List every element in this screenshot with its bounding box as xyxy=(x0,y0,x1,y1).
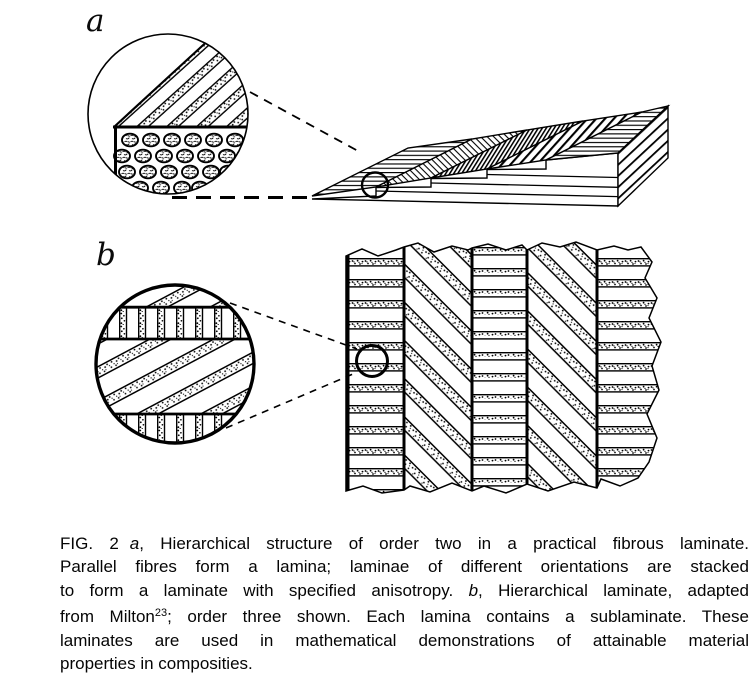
panel-b-sublaminate-pattern xyxy=(96,285,254,443)
figure-caption: FIG. 2 a, Hierarchical structure of order… xyxy=(60,532,749,675)
panel-a-lamina-stripes xyxy=(114,36,248,127)
panel-b-label: b xyxy=(96,237,116,273)
caption-text: ; order three shown. Each lamina contain… xyxy=(167,607,749,627)
caption-text: properties in composities. xyxy=(60,654,253,674)
panel-a-dashed-pointer-upper xyxy=(249,91,359,152)
panel-a-inset xyxy=(87,33,249,195)
panel-a xyxy=(87,33,671,208)
panel-a-zoom-marker xyxy=(360,171,390,199)
caption-line-6: properties in composities. xyxy=(60,652,749,675)
caption-line-2: Parallel fibres form a lamina; laminae o… xyxy=(60,555,749,578)
laminate-column-dividers xyxy=(346,242,599,493)
caption-text: Parallel fibres form a lamina; laminae o… xyxy=(60,557,749,577)
caption-panel-ref-b: b xyxy=(468,580,479,600)
laminate-column-3 xyxy=(472,242,527,493)
sublaminate-band-borders xyxy=(96,305,254,443)
torn-edge-outline xyxy=(345,241,662,494)
caption-line-4: from Milton23; order three shown. Each l… xyxy=(60,602,749,628)
panel-b-inset-circle xyxy=(94,283,256,445)
caption-text: , Hierarchical structure of order two in… xyxy=(139,534,749,553)
caption-reference-superscript: 23 xyxy=(154,607,168,620)
panel-b-inset xyxy=(94,283,256,445)
laminate-column-2 xyxy=(404,242,472,493)
caption-line-3: to form a laminate with specified anisot… xyxy=(60,579,749,602)
caption-line-1: FIG. 2 a, Hierarchical structure of order… xyxy=(60,532,749,555)
panel-b-zoom-marker xyxy=(355,344,389,378)
caption-text: from Milton xyxy=(60,607,155,627)
panel-b-dashed-pointer-upper xyxy=(229,302,358,350)
panel-b-laminate-block xyxy=(345,241,662,494)
panel-a-inset-circle xyxy=(87,33,249,195)
laminate-right-face xyxy=(617,104,669,208)
caption-panel-ref-a: a xyxy=(129,534,140,553)
panel-b xyxy=(94,241,662,494)
caption-line-5: laminates are used in mathematical demon… xyxy=(60,629,749,652)
panel-a-label: a xyxy=(86,3,105,39)
caption-text: laminates are used in mathematical demon… xyxy=(60,630,749,650)
panel-a-laminate-3d xyxy=(311,104,671,208)
caption-text: to form a laminate with specified anisot… xyxy=(60,580,469,600)
panel-b-dashed-pointer-lower xyxy=(225,373,354,429)
laminate-column-4 xyxy=(527,242,597,493)
laminate-column-1 xyxy=(346,242,404,493)
figure-illustration xyxy=(87,33,671,494)
caption-text: FIG. 2 xyxy=(60,534,119,553)
laminate-front-lamina-lines xyxy=(375,173,619,198)
caption-text: , Hierarchical laminate, adapted xyxy=(478,580,749,600)
